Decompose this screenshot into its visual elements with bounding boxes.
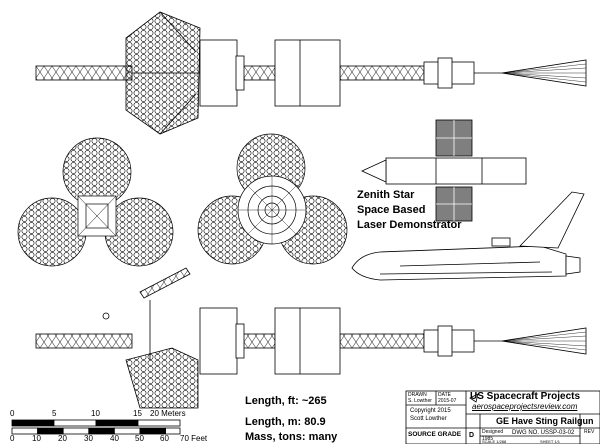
tb-source-grade-label: SOURCE GRADE xyxy=(408,431,462,438)
tb-date: 2015-07 xyxy=(438,398,457,404)
meters-tick-10: 10 xyxy=(91,409,100,418)
tb-drawn-label: DRAWN xyxy=(408,392,427,398)
spec-length-m: Length, m: 80.9 xyxy=(245,416,326,428)
tb-scale: SCALE 1/288 xyxy=(482,439,507,444)
feet-tick-60: 60 xyxy=(160,434,169,443)
title-block xyxy=(405,390,600,444)
meters-tick-20: 20 Meters xyxy=(150,409,186,418)
side-module-a xyxy=(199,307,238,375)
feet-tick-70: 70 Feet xyxy=(180,434,208,443)
rocket-logo xyxy=(469,393,479,403)
top-truss-right xyxy=(339,65,425,81)
top-module-a xyxy=(199,39,238,107)
inset-title-line2: Space Based xyxy=(357,204,426,216)
feet-tick-50: 50 xyxy=(135,434,144,443)
shuttle-tail xyxy=(519,191,585,249)
feet-tick-0: 0 xyxy=(10,434,15,443)
tb-url: aerospaceprojectsreview.com xyxy=(472,402,578,411)
tb-sheet: SHEET 1/1 xyxy=(540,439,560,444)
tb-title: GE Have Sting Railgun xyxy=(496,416,594,426)
meters-tick-15: 15 xyxy=(133,409,142,418)
top-truss-left xyxy=(35,65,133,81)
spec-length-ft: Length, ft: ~265 xyxy=(245,395,327,407)
top-view xyxy=(35,11,587,135)
astronaut-figure xyxy=(102,312,110,320)
top-mirror-array xyxy=(125,11,201,135)
rear-view xyxy=(197,133,348,265)
front-mirror-left xyxy=(17,197,87,267)
feet-tick-10: 10 xyxy=(32,434,41,443)
tb-designed-label: Designed xyxy=(482,429,504,435)
space-shuttle xyxy=(351,191,585,281)
tb-org: US Spacecraft Projects xyxy=(470,391,581,402)
tb-copyright: Copyright 2015 xyxy=(410,408,451,414)
tb-date-label: DATE xyxy=(438,392,451,398)
tb-rev-label: REV xyxy=(584,429,595,435)
front-view xyxy=(17,137,174,267)
meters-tick-0: 0 xyxy=(10,409,15,418)
side-module-b xyxy=(274,307,341,375)
tb-author: Scott Lowther xyxy=(410,416,447,422)
feet-tick-40: 40 xyxy=(110,434,119,443)
side-truss-right xyxy=(339,333,425,349)
feet-tick-20: 20 xyxy=(58,434,67,443)
meters-scale-bar xyxy=(11,419,181,427)
side-truss-left xyxy=(35,333,133,349)
feet-scale-bar xyxy=(11,427,181,435)
side-mirror-array xyxy=(125,347,199,409)
scale-bars xyxy=(11,419,181,435)
shuttle-fuselage xyxy=(351,245,567,281)
feet-tick-30: 30 xyxy=(84,434,93,443)
tb-designed-year: 1985 xyxy=(482,436,494,442)
zenith-star-inset xyxy=(361,119,527,222)
inset-title-line1: Zenith Star xyxy=(357,189,415,201)
inset-title-line3: Laser Demonstrator xyxy=(357,219,462,231)
meters-tick-5: 5 xyxy=(52,409,57,418)
side-view xyxy=(35,267,587,409)
tb-dwg-no: DWG NO. USSP-03-02 xyxy=(512,430,575,436)
spec-mass: Mass, tons: many xyxy=(245,431,338,443)
zenith-body xyxy=(385,157,527,185)
tb-source-grade: D xyxy=(469,432,475,439)
tb-drawn-by: S. Lowther xyxy=(408,398,432,404)
side-boom-arm xyxy=(139,267,191,299)
top-module-b xyxy=(274,39,341,107)
